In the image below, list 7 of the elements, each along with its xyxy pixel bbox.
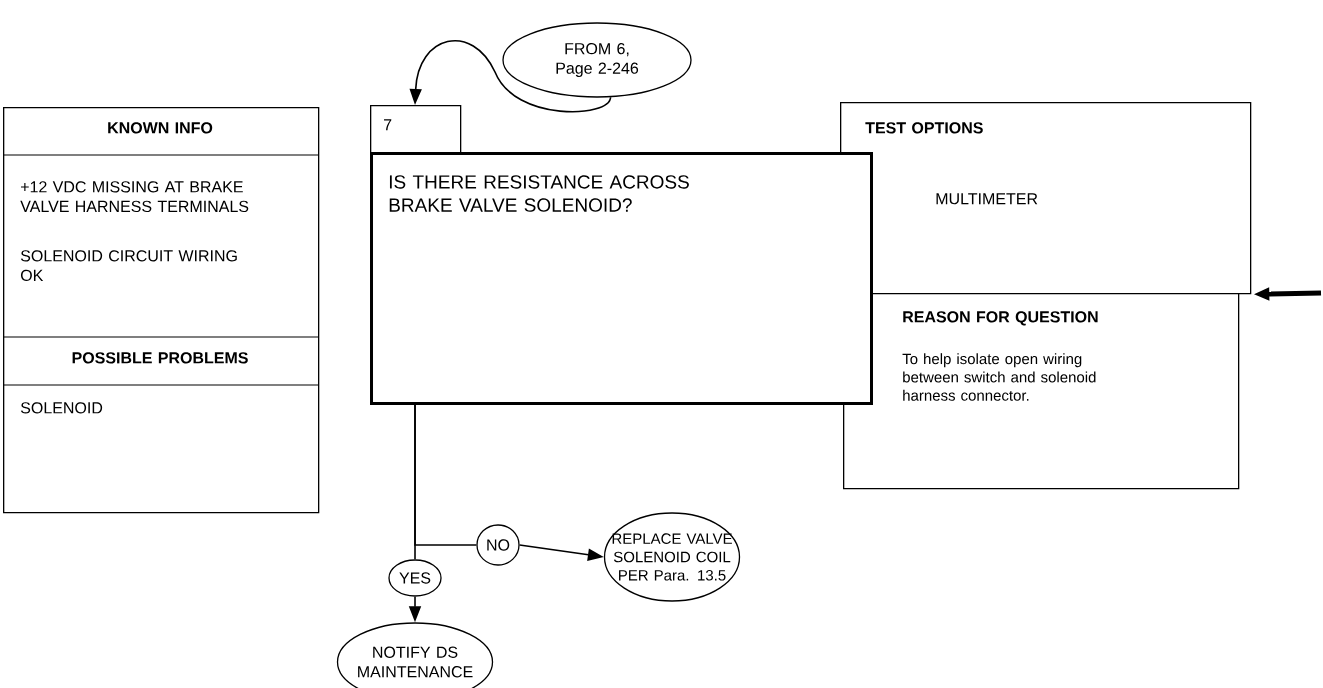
arrow <box>409 39 612 113</box>
question-box: IS THERE RESISTANCE ACROSS BRAKE VALVE SOLENOID? <box>370 152 873 405</box>
reason-box: REASON FOR QUESTION To help isolate open wiring between switch and solenoid harness connector. <box>843 293 1240 490</box>
step-number-box: 7 <box>370 105 462 154</box>
test-options-box: TEST OPTIONS MULTIMETER <box>840 102 1252 295</box>
connector-line <box>414 404 416 561</box>
info-panel: KNOWN INFO +12 VDC MISSING AT BRAKE VALVE HARNESS TERMINALS SOLENOID CIRCUIT WIRING OK POSSIBLE PROBLEMS SOLENOID <box>2 107 320 514</box>
